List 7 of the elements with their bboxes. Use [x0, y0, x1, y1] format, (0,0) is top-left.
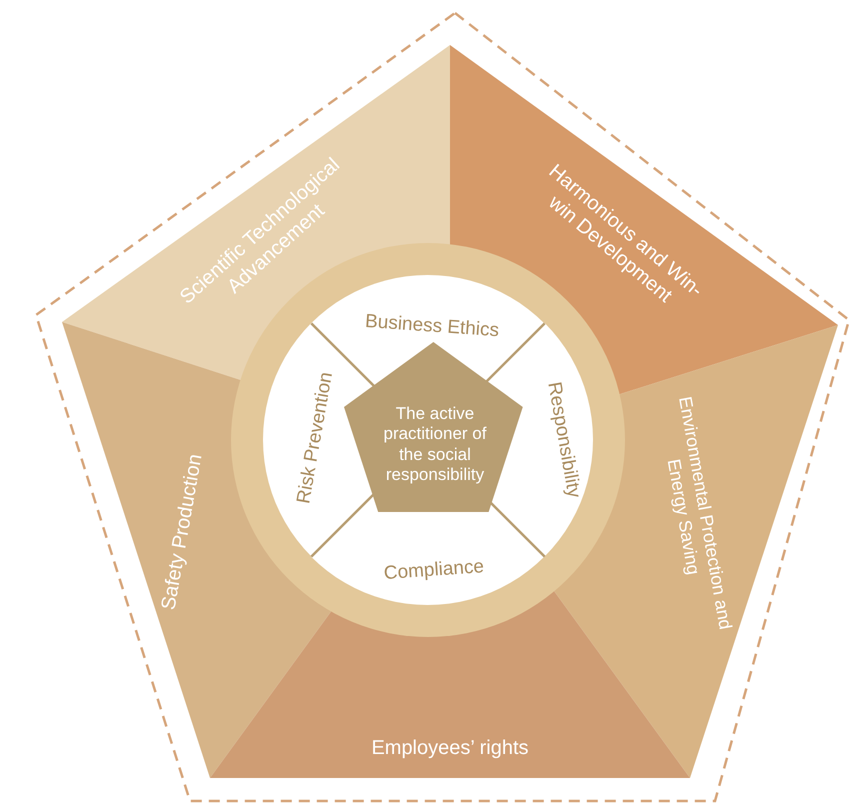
segment-label: Business Ethics	[363, 310, 501, 344]
segment-label: Compliance	[382, 555, 486, 586]
segment-label: Employees’ rights	[370, 736, 530, 760]
segment-label: Risk Prevention	[292, 369, 338, 508]
segment-label: Responsibility	[542, 379, 586, 502]
segment-label: Safety Production	[156, 451, 208, 614]
center-text: The active practitioner of the social responsibility	[382, 404, 488, 486]
